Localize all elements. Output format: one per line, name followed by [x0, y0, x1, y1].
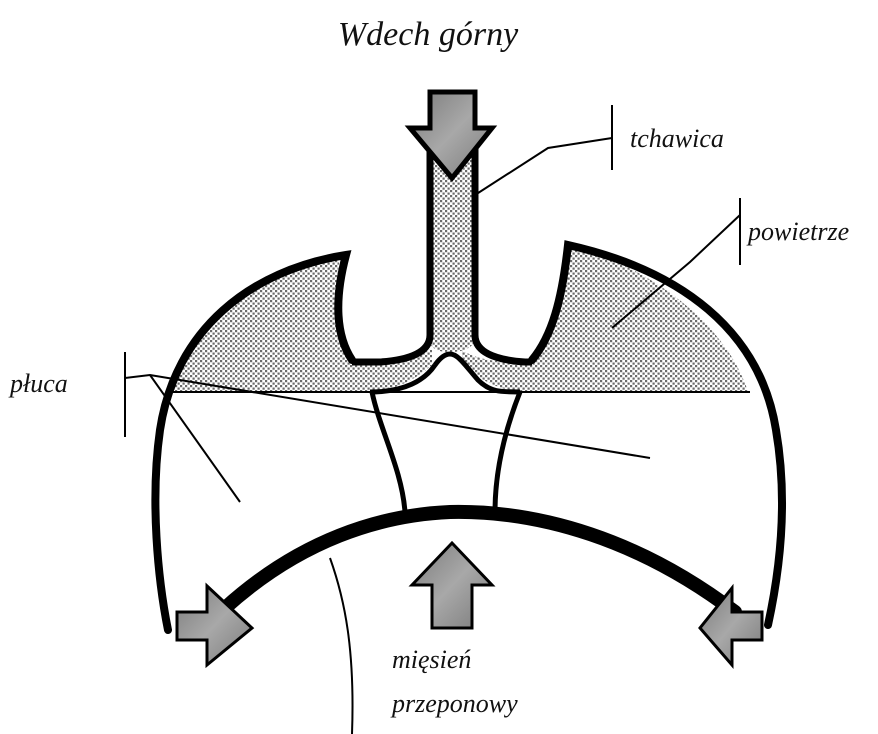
trachea-callout-line [475, 138, 612, 195]
diaphragm [225, 512, 735, 612]
lungs-callout-line-2 [150, 375, 240, 502]
right-inner-line [495, 392, 520, 512]
diaphragm-up-arrow-icon [412, 543, 492, 628]
diagram-title: Wdech górny [338, 16, 519, 53]
air-trachea [429, 160, 475, 352]
diaphragm-callout-line [330, 558, 353, 734]
left-inner-line [372, 392, 405, 512]
label-diaphragm-line2: przeponowy [390, 689, 518, 718]
label-trachea: tchawica [630, 124, 724, 153]
label-air: powietrze [746, 217, 849, 246]
inhalation-arrow-icon [410, 92, 492, 178]
trachea-left-wall [352, 145, 430, 362]
label-lungs: płuca [8, 369, 68, 398]
label-diaphragm-line1: mięsień [392, 645, 471, 674]
air-right-lung [462, 245, 748, 392]
